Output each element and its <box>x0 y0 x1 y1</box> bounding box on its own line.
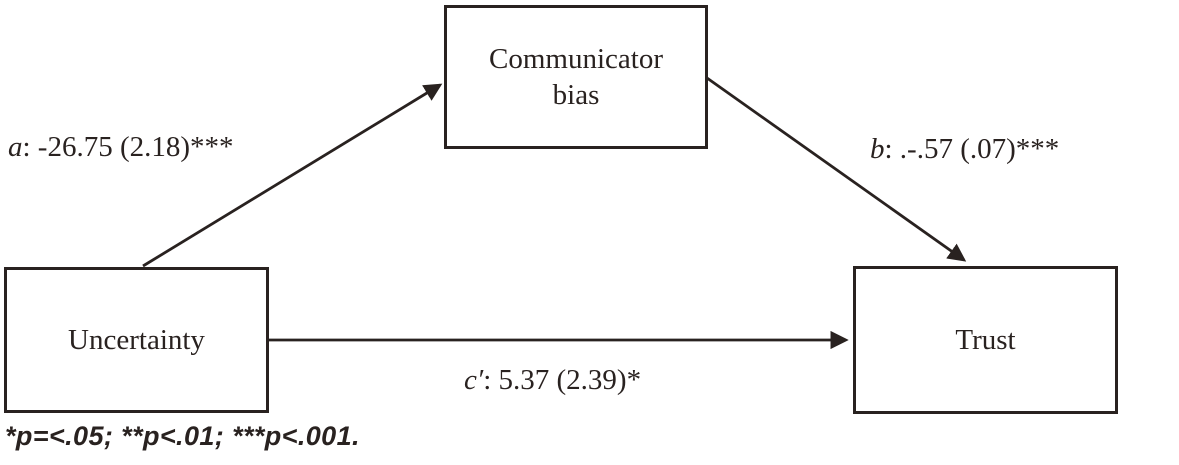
path-a-value: : -26.75 (2.18)*** <box>22 131 234 163</box>
path-c-prime-label: c′: 5.37 (2.39)* <box>464 364 641 397</box>
path-c-prime-value: : 5.37 (2.39)* <box>483 364 642 396</box>
path-a-label: a: -26.75 (2.18)*** <box>8 131 234 164</box>
path-b-value: : .-.57 (.07)*** <box>884 133 1060 165</box>
node-trust-label: Trust <box>955 323 1016 356</box>
node-communicator-bias-label: Communicator bias <box>489 42 663 111</box>
path-b-arrow <box>706 76 967 262</box>
node-trust: Trust <box>853 266 1118 414</box>
path-b-label: b: .-.57 (.07)*** <box>870 133 1059 166</box>
node-uncertainty: Uncertainty <box>4 267 269 413</box>
significance-footnote: *p=<.05; **p<.01; ***p<.001. <box>5 421 360 451</box>
node-uncertainty-label: Uncertainty <box>68 323 205 356</box>
node-communicator-bias: Communicator bias <box>444 5 708 149</box>
path-a-arrow <box>142 83 443 268</box>
path-b-letter: b <box>870 133 885 165</box>
path-a-letter: a <box>8 131 23 163</box>
path-c-prime-letter: c′ <box>464 364 484 396</box>
